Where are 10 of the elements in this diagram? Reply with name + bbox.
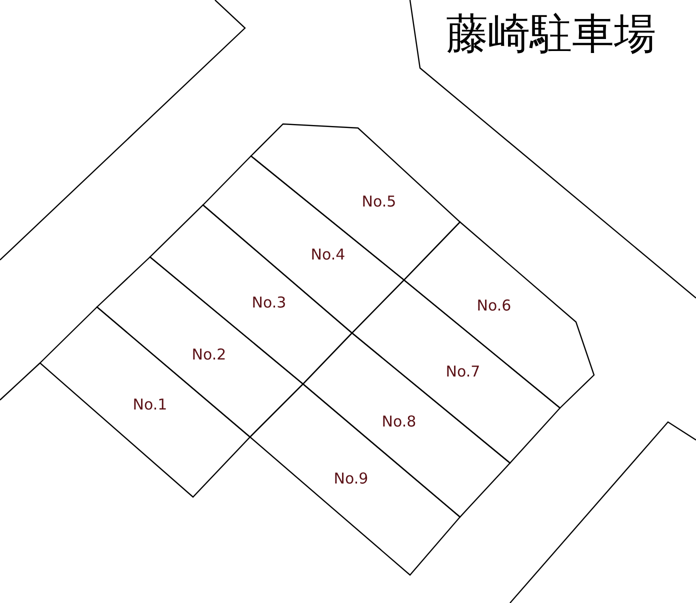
title: 藤崎駐車場	[446, 8, 656, 60]
space-number: No.2	[192, 348, 226, 362]
space-number: No.5	[362, 194, 396, 210]
space-number: No.6	[476, 298, 512, 314]
space-number: No.1	[132, 398, 168, 412]
space-number: No.4	[310, 248, 346, 262]
space-number: No.7	[446, 364, 480, 380]
space-number: No.3	[252, 296, 286, 310]
space-number: No.8	[382, 414, 416, 430]
space-number: No.9	[334, 472, 368, 486]
